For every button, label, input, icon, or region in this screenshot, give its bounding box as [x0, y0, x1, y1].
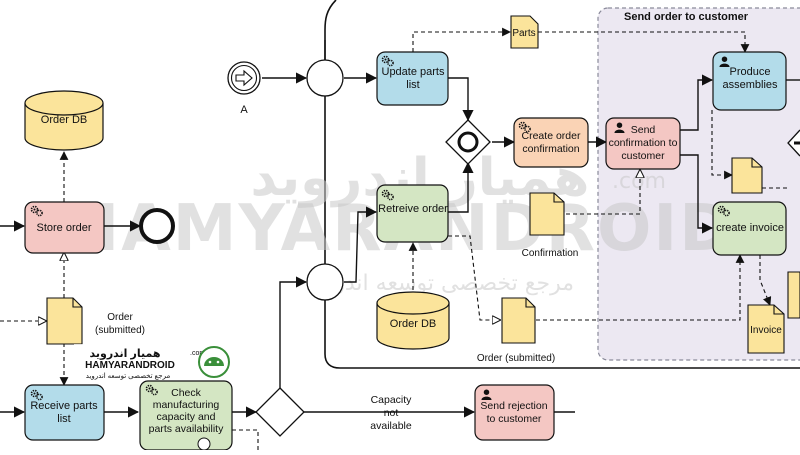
- task-label: Send rejection: [480, 400, 547, 412]
- data-object-label: Order (submitted): [477, 353, 555, 364]
- end-event: [139, 208, 175, 244]
- task-create-invoice[interactable]: create invoice: [712, 201, 787, 256]
- data-object-order-left: Order (submitted): [46, 297, 145, 345]
- data-object-label: Invoice: [750, 325, 782, 336]
- task-update-parts-list[interactable]: Update parts list: [376, 51, 449, 106]
- data-object-label: Order: [107, 312, 133, 323]
- task-label: Check: [171, 387, 202, 399]
- task-create-order-confirmation[interactable]: Create order confirmation: [513, 117, 589, 168]
- task-label: Retreive order: [378, 203, 448, 215]
- task-label: confirmation to: [609, 137, 678, 149]
- flow-label-capacity: Capacity not available: [370, 394, 412, 432]
- task-label: list: [57, 413, 70, 425]
- data-object-label: (submitted): [95, 325, 145, 336]
- task-receive-parts-list[interactable]: Receive parts list: [24, 384, 105, 441]
- data-object-confirmation: Confirmation: [522, 192, 579, 259]
- gateway-edge: [787, 129, 800, 157]
- link-event-label: A: [240, 104, 248, 116]
- task-label: manufacturing: [153, 399, 220, 411]
- flow-label: not: [384, 407, 399, 419]
- data-store-label: Order DB: [41, 114, 87, 126]
- data-object-order-right: Order (submitted): [477, 297, 555, 364]
- parallel-gateway-top: [306, 59, 344, 97]
- task-label: Store order: [36, 222, 91, 234]
- task-label: Create order: [522, 130, 581, 142]
- task-produce-assemblies[interactable]: Produce assemblies: [712, 51, 787, 111]
- data-object-produce: [731, 157, 763, 194]
- data-object-edge: [787, 271, 800, 319]
- sequence-flows: [0, 40, 800, 418]
- data-object-label: Parts: [512, 28, 535, 39]
- subprocess-border: [324, 0, 800, 369]
- task-store-order[interactable]: Store order: [24, 201, 105, 254]
- timer-icon: [197, 437, 211, 451]
- lane-title: Send order to customer: [624, 11, 749, 23]
- task-label: create invoice: [716, 222, 784, 234]
- data-associations: [0, 27, 790, 450]
- watermark-com: .com: [612, 169, 666, 194]
- logo-com: .com: [190, 350, 205, 357]
- task-label: Update parts: [382, 66, 445, 78]
- watermark-logo: همیار اندروید HAMYARANDROID .com مرجع تخ…: [74, 344, 244, 380]
- data-store-order-db-top: Order DB: [24, 90, 104, 151]
- data-store-label: Order DB: [390, 318, 436, 330]
- task-check-capacity[interactable]: Check manufacturing capacity and parts a…: [139, 380, 233, 451]
- logo-tagline: مرجع تخصصی توسعه اندروید: [86, 373, 171, 380]
- task-label: Receive parts: [30, 400, 98, 412]
- watermark-tagline: مرجع تخصصی توسعه اندروید: [306, 271, 574, 296]
- task-label: Send: [631, 124, 656, 136]
- data-store-order-db-bottom: Order DB: [376, 291, 450, 350]
- task-label: customer: [621, 150, 665, 162]
- data-object-parts: Parts: [510, 15, 539, 49]
- exclusive-gateway: [255, 387, 305, 437]
- task-label: list: [406, 79, 419, 91]
- task-label: assemblies: [722, 79, 778, 91]
- parallel-gateway-bottom: [306, 263, 344, 301]
- logo-latin: HAMYARANDROID: [85, 360, 175, 371]
- task-label: capacity and: [157, 411, 216, 423]
- task-label: parts availability: [149, 423, 224, 435]
- task-send-rejection[interactable]: Send rejection to customer: [474, 384, 555, 441]
- logo-arabic: همیار اندروید: [90, 348, 161, 360]
- flow-label: available: [370, 420, 412, 432]
- task-retreive-order[interactable]: Retreive order: [376, 184, 449, 243]
- data-object-label: Confirmation: [522, 248, 579, 259]
- inclusive-gateway: [445, 119, 491, 165]
- flow-label: Capacity: [371, 394, 413, 406]
- task-label: to customer: [487, 413, 542, 425]
- task-label: confirmation: [522, 143, 579, 155]
- link-arrow-icon: [235, 69, 253, 87]
- task-send-confirmation[interactable]: Send confirmation to customer: [605, 117, 681, 170]
- task-label: Produce: [730, 66, 771, 78]
- data-object-invoice: Invoice: [747, 304, 785, 354]
- link-event-a: A: [227, 61, 261, 116]
